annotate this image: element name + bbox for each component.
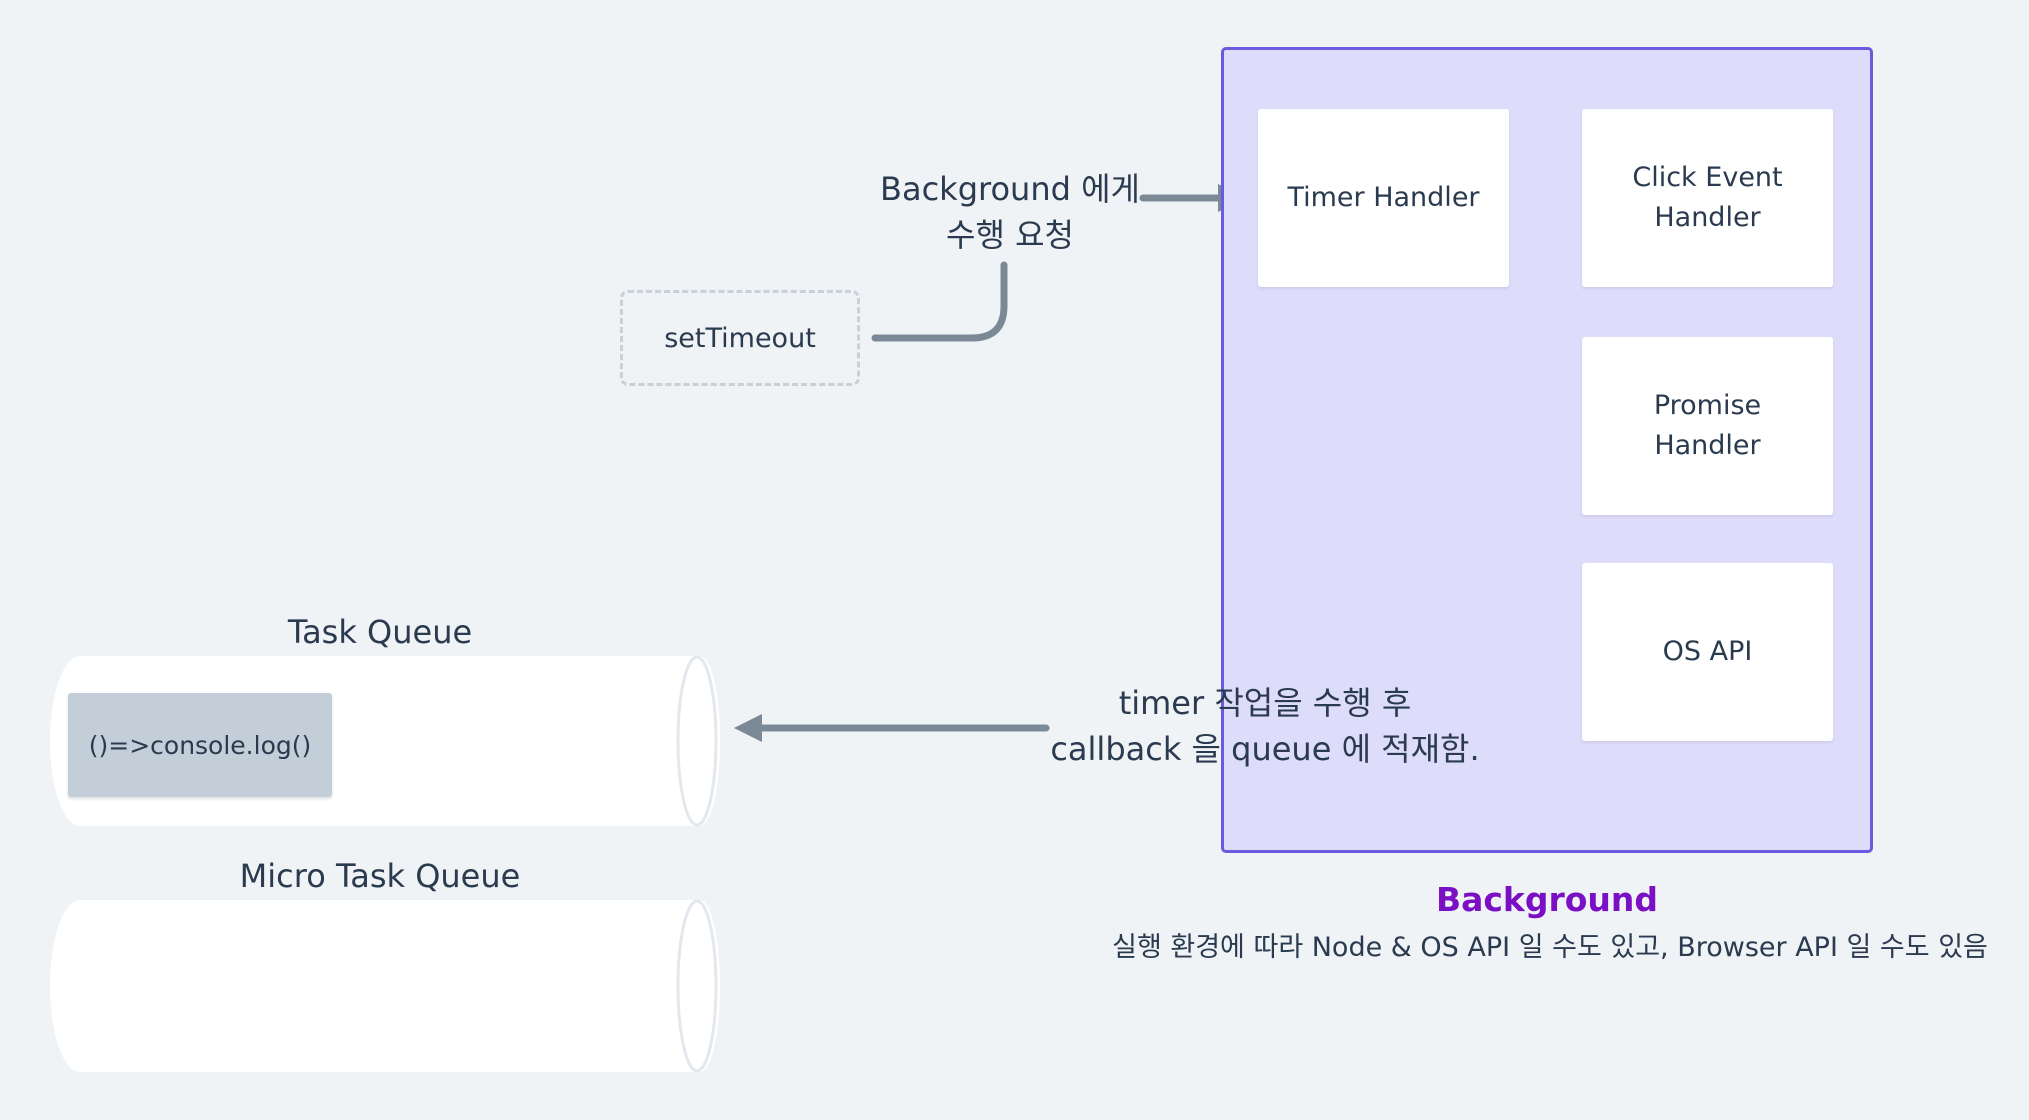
request-label-line1: Background 에게 (880, 170, 1140, 208)
micro-task-queue-cylinder (50, 899, 720, 1073)
background-description: 실행 환경에 따라 Node & OS API 일 수도 있고, Browser… (1112, 932, 1988, 963)
os-api-label: OS API (1662, 636, 1753, 667)
click-handler-label-line2: Handler (1654, 202, 1761, 233)
click-event-handler-box[interactable]: Click Event Handler (1582, 109, 1833, 287)
timer-handler-box[interactable]: Timer Handler (1258, 109, 1509, 287)
settimeout-connector (871, 261, 1008, 342)
click-handler-label-line1: Click Event (1632, 162, 1783, 193)
request-label-line2: 수행 요청 (946, 216, 1074, 254)
promise-handler-label-line2: Handler (1654, 430, 1761, 461)
enqueue-label-line1: timer 작업을 수행 후 (1118, 684, 1412, 722)
settimeout-box[interactable]: setTimeout (620, 290, 860, 386)
os-api-box[interactable]: OS API (1582, 563, 1833, 741)
task-queue-item-label: ()=>console.log() (88, 730, 312, 760)
promise-handler-label-line1: Promise (1653, 390, 1762, 421)
timer-handler-label: Timer Handler (1287, 182, 1480, 213)
settimeout-label: setTimeout (664, 322, 816, 354)
task-queue-title: Task Queue (287, 613, 473, 651)
micro-task-queue-title: Micro Task Queue (239, 857, 521, 895)
background-title: Background (1435, 880, 1659, 919)
enqueue-label: timer 작업을 수행 후 callback 을 queue 에 적재함. (1030, 680, 1500, 772)
request-label: Background 에게 수행 요청 (860, 166, 1160, 258)
task-queue-item[interactable]: ()=>console.log() (68, 693, 332, 797)
promise-handler-box[interactable]: Promise Handler (1582, 337, 1833, 515)
enqueue-label-line2: callback 을 queue 에 적재함. (1050, 730, 1480, 768)
